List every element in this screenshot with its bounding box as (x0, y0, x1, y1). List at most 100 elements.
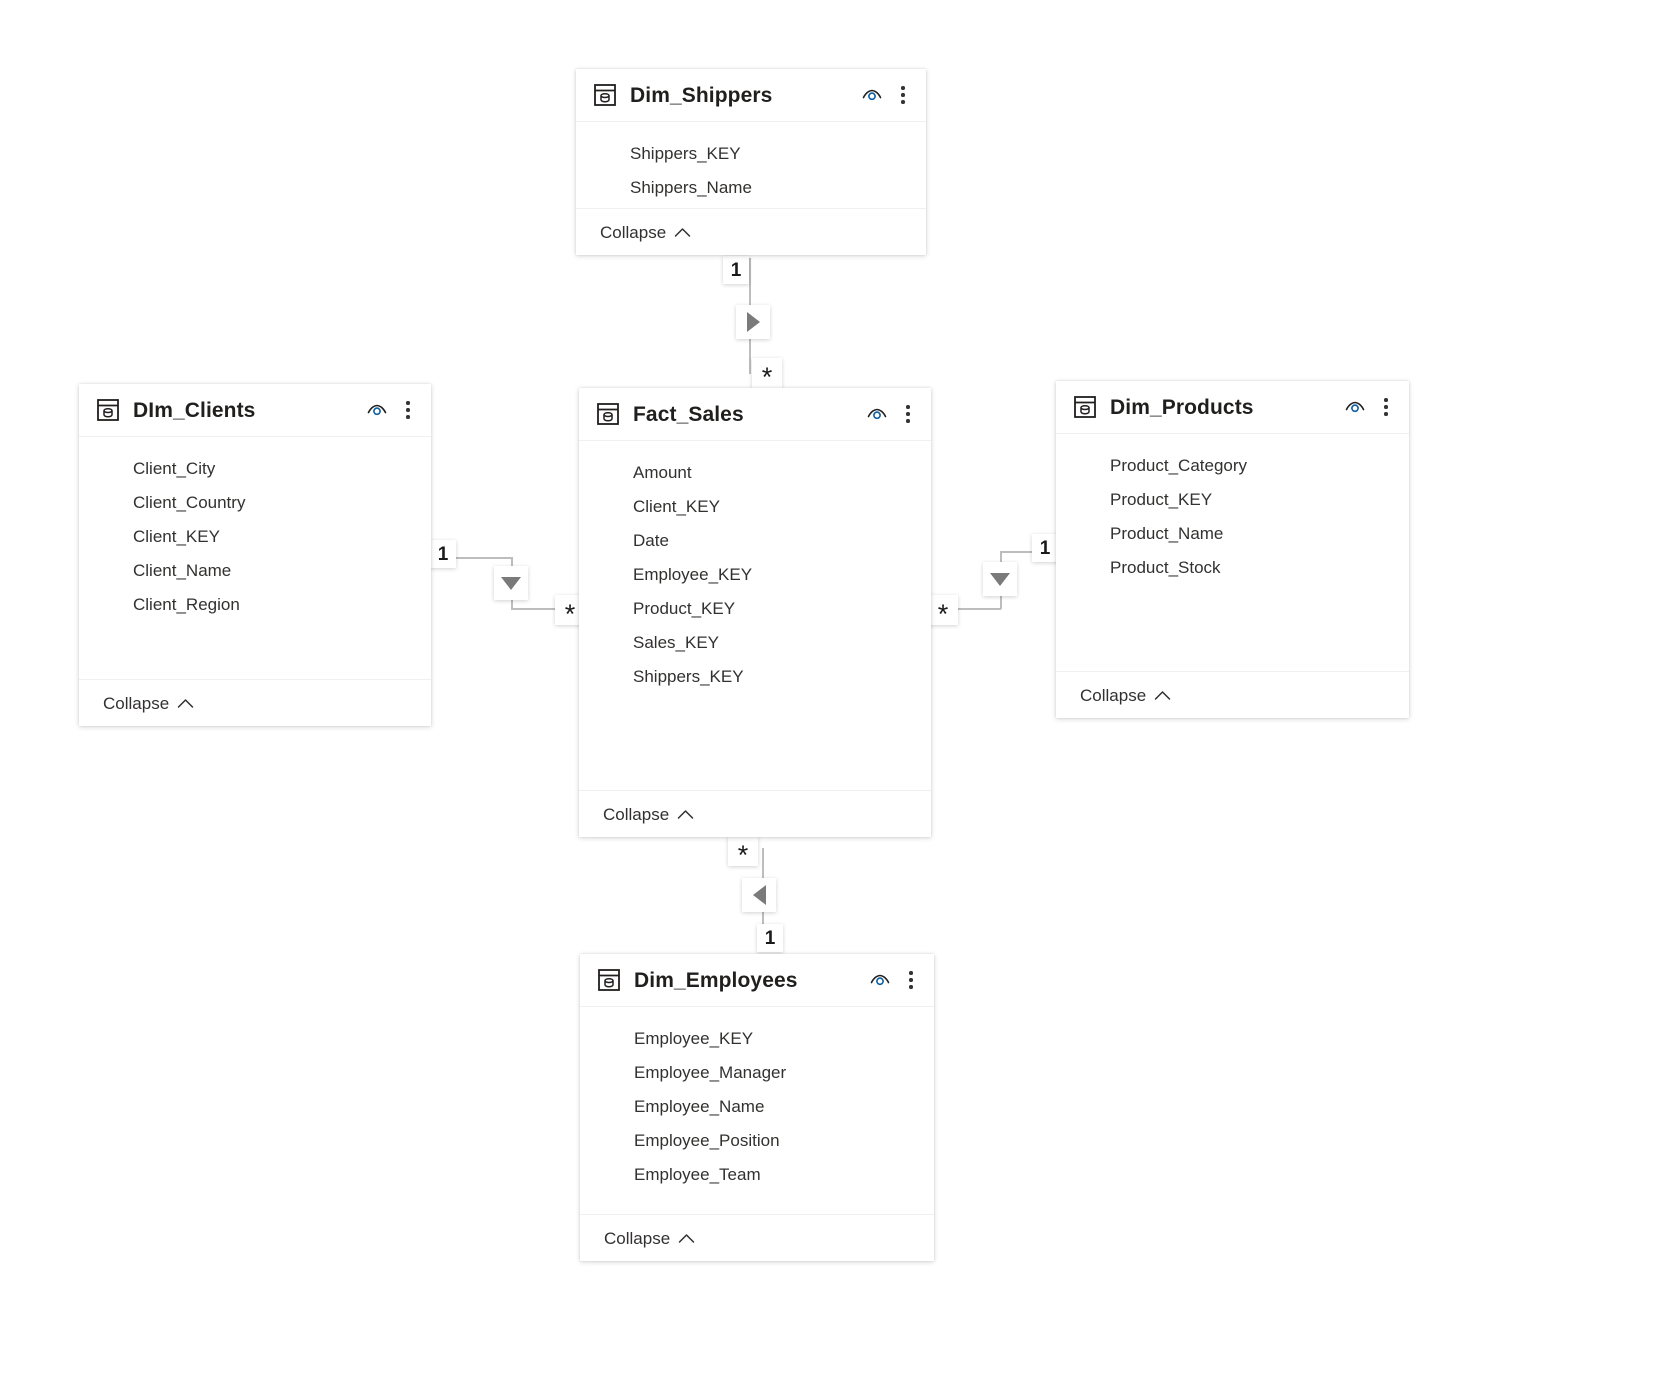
chevron-up-icon (674, 227, 691, 237)
table-card-footer[interactable]: Collapse (1056, 671, 1409, 718)
table-header-actions[interactable] (860, 83, 912, 107)
crossfilter-arrow-products-sales[interactable] (983, 562, 1017, 596)
field-item[interactable]: Client_Name (133, 560, 232, 580)
field-list: Shippers_KEY Shippers_Name (576, 122, 926, 208)
relationship-line-clients-sales-h2[interactable] (511, 608, 566, 610)
chevron-up-icon (177, 698, 194, 708)
field-item[interactable]: Employee_Name (634, 1096, 765, 1116)
collapse-button[interactable]: Collapse (603, 806, 694, 823)
field-item[interactable]: Date (633, 530, 669, 550)
table-header-actions[interactable] (865, 402, 917, 426)
cardinality-many-sales-shippers: * (752, 358, 782, 390)
eye-icon[interactable] (868, 968, 892, 992)
collapse-label: Collapse (604, 1228, 671, 1248)
chevron-up-icon (1154, 690, 1171, 700)
field-item[interactable]: Product_Stock (1110, 557, 1221, 577)
field-list: Amount Client_KEY Date Employee_KEY Prod… (579, 441, 931, 790)
table-icon (596, 967, 622, 993)
crossfilter-arrow-employees-sales[interactable] (742, 878, 776, 912)
table-icon (592, 82, 618, 108)
relationship-line-products-sales-h2[interactable] (953, 608, 1001, 610)
cardinality-one-products: 1 (1032, 534, 1058, 562)
crossfilter-arrow-clients-sales[interactable] (494, 566, 528, 600)
field-item[interactable]: Product_Name (1110, 523, 1224, 543)
table-card-footer[interactable]: Collapse (576, 208, 926, 255)
collapse-label: Collapse (1080, 685, 1147, 705)
cardinality-many-sales-employees: * (728, 836, 758, 868)
field-item[interactable]: Employee_Manager (634, 1062, 787, 1082)
table-icon (95, 397, 121, 423)
collapse-button[interactable]: Collapse (1080, 687, 1171, 704)
relationship-line-clients-sales-h1[interactable] (452, 557, 512, 559)
table-card-dim-products[interactable]: Dim_Products Product_Category Product_KE… (1056, 381, 1409, 718)
field-item[interactable]: Client_KEY (133, 526, 220, 546)
cardinality-one-employees: 1 (757, 924, 783, 952)
eye-icon[interactable] (365, 398, 389, 422)
table-card-dim-employees[interactable]: Dim_Employees Employee_KEY Employee_Mana… (580, 954, 934, 1261)
table-header-actions[interactable] (365, 398, 417, 422)
field-item[interactable]: Employee_KEY (634, 1028, 754, 1048)
field-item[interactable]: Employee_KEY (633, 564, 753, 584)
field-item[interactable]: Product_Category (1110, 455, 1248, 475)
collapse-label: Collapse (103, 693, 170, 713)
field-item[interactable]: Client_KEY (633, 496, 720, 516)
cardinality-one-shippers: 1 (723, 256, 749, 284)
table-card-footer[interactable]: Collapse (579, 790, 931, 837)
field-item[interactable]: Client_Country (133, 492, 246, 512)
collapse-button[interactable]: Collapse (103, 695, 194, 712)
field-item[interactable]: Shippers_KEY (630, 143, 741, 163)
table-card-header[interactable]: Dim_Products (1056, 381, 1409, 434)
table-header-actions[interactable] (868, 968, 920, 992)
table-title: Dim_Products (1110, 395, 1254, 419)
more-options-icon[interactable] (902, 968, 920, 992)
more-options-icon[interactable] (894, 83, 912, 107)
field-item[interactable]: Employee_Position (634, 1130, 780, 1150)
table-card-header[interactable]: Fact_Sales (579, 388, 931, 441)
field-list: Client_City Client_Country Client_KEY Cl… (79, 437, 431, 679)
field-list: Product_Category Product_KEY Product_Nam… (1056, 434, 1409, 671)
collapse-button[interactable]: Collapse (604, 1230, 695, 1247)
table-title: DIm_Clients (133, 398, 256, 422)
more-options-icon[interactable] (1377, 395, 1395, 419)
table-card-dim-clients[interactable]: DIm_Clients Client_City Client_Country C… (79, 384, 431, 726)
eye-icon[interactable] (865, 402, 889, 426)
table-icon (595, 401, 621, 427)
eye-icon[interactable] (1343, 395, 1367, 419)
field-item[interactable]: Client_Region (133, 594, 240, 614)
table-icon (1072, 394, 1098, 420)
collapse-label: Collapse (603, 804, 670, 824)
table-card-footer[interactable]: Collapse (580, 1214, 934, 1261)
table-card-dim-shippers[interactable]: Dim_Shippers Shippers_KEY Shippers_Name … (576, 69, 926, 255)
table-card-header[interactable]: DIm_Clients (79, 384, 431, 437)
eye-icon[interactable] (860, 83, 884, 107)
field-item[interactable]: Client_City (133, 458, 216, 478)
table-title: Dim_Employees (634, 968, 798, 992)
field-item[interactable]: Shippers_KEY (633, 666, 744, 686)
field-item[interactable]: Shippers_Name (630, 177, 752, 197)
table-header-actions[interactable] (1343, 395, 1395, 419)
more-options-icon[interactable] (399, 398, 417, 422)
table-card-header[interactable]: Dim_Employees (580, 954, 934, 1007)
field-list: Employee_KEY Employee_Manager Employee_N… (580, 1007, 934, 1214)
field-item[interactable]: Product_KEY (1110, 489, 1213, 509)
cardinality-many-sales-products: * (928, 595, 958, 627)
table-card-fact-sales[interactable]: Fact_Sales Amount Client_KEY Date Employ… (579, 388, 931, 837)
field-item[interactable]: Sales_KEY (633, 632, 719, 652)
field-item[interactable]: Employee_Team (634, 1164, 761, 1184)
field-item[interactable]: Product_KEY (633, 598, 736, 618)
chevron-up-icon (677, 809, 694, 819)
triangle-left-icon (752, 885, 766, 905)
triangle-down-icon (990, 572, 1010, 586)
table-card-footer[interactable]: Collapse (79, 679, 431, 726)
table-title: Dim_Shippers (630, 83, 773, 107)
field-item[interactable]: Amount (633, 462, 692, 482)
table-title: Fact_Sales (633, 402, 744, 426)
collapse-button[interactable]: Collapse (600, 224, 691, 241)
cardinality-one-clients: 1 (430, 540, 456, 568)
table-card-header[interactable]: Dim_Shippers (576, 69, 926, 122)
relationship-line-products-sales-h1[interactable] (1000, 551, 1040, 553)
triangle-right-icon (746, 312, 760, 332)
crossfilter-arrow-shippers-sales[interactable] (736, 305, 770, 339)
more-options-icon[interactable] (899, 402, 917, 426)
